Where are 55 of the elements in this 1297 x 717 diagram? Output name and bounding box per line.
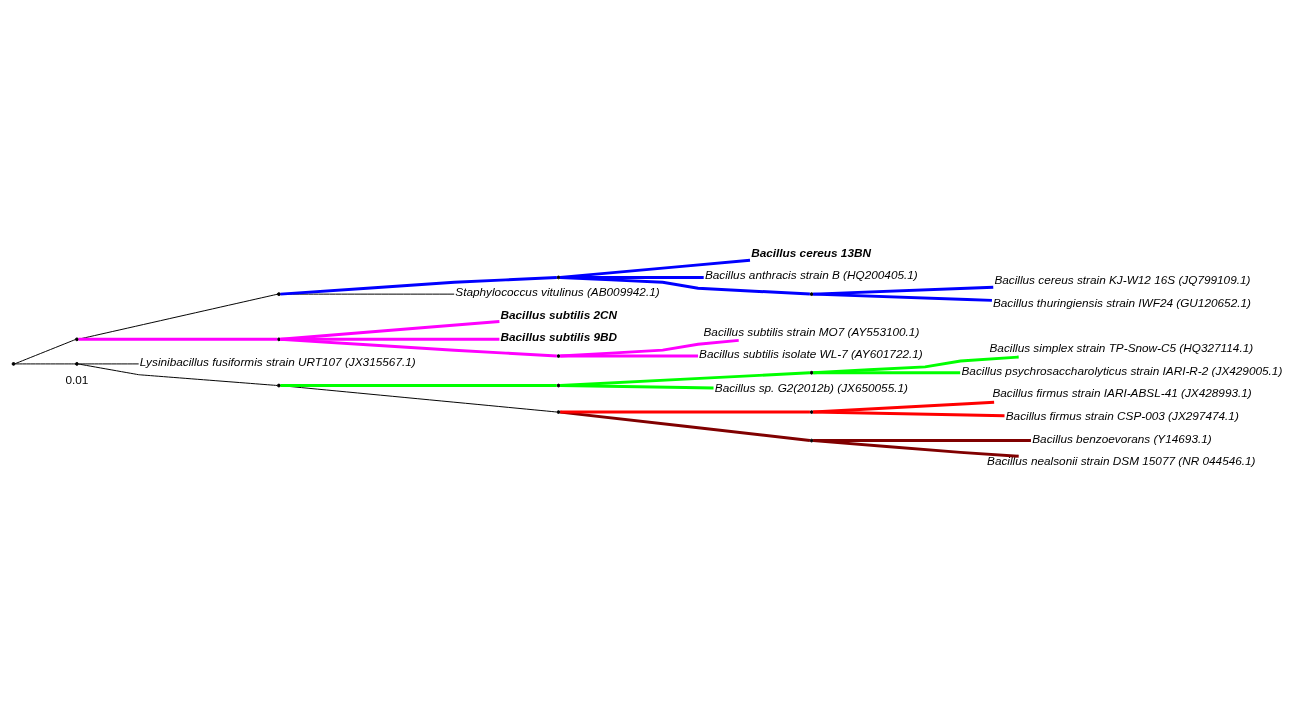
connector <box>78 363 278 386</box>
node-text: Bacillus cereus 13BN <box>751 245 871 259</box>
node-point <box>809 409 814 414</box>
connector <box>560 410 811 442</box>
connector <box>280 275 557 296</box>
node-point <box>809 438 814 442</box>
connector <box>813 410 1005 417</box>
node-point <box>556 275 561 279</box>
node-point <box>556 353 561 358</box>
connector <box>813 285 994 296</box>
connector <box>560 370 810 387</box>
node-text: Bacillus subtilis 2CN <box>500 307 618 321</box>
node-point <box>276 383 281 387</box>
connector <box>813 438 1019 458</box>
node-text: Bacillus psychrosaccharolyticus strain IARI-R-2 (JX429005.1) <box>961 363 1283 377</box>
node-point <box>75 336 79 341</box>
connector <box>813 355 1019 374</box>
connector <box>14 338 76 364</box>
connector <box>77 362 140 364</box>
node-point <box>556 409 561 414</box>
connector <box>78 337 278 341</box>
node-point <box>11 361 16 366</box>
node-text: Bacillus sp. G2(2012b) (JX650055.1) <box>714 380 908 394</box>
connector <box>560 275 810 296</box>
node-text: Bacillus benzoevorans (Y14693.1) <box>1032 431 1212 445</box>
connector <box>813 400 995 414</box>
node-text: Bacillus firmus strain CSP-003 (JX297474.1) <box>1005 408 1239 422</box>
connector <box>560 410 810 414</box>
connector <box>279 384 558 412</box>
node-text: Bacillus subtilis isolate WL-7 (AY601722.1) <box>699 346 923 360</box>
node-text: Bacillus thuringiensis strain IWF24 (GU120652.1) <box>992 295 1251 309</box>
node-text: Lysinibacillus fusiformis strain URT107 (JX315567.1) <box>139 354 416 368</box>
connector <box>280 337 557 357</box>
connector <box>813 370 961 374</box>
node-text: Bacillus firmus strain IARI-ABSL-41 (JX428993.1) <box>992 385 1252 399</box>
node-point <box>809 370 814 375</box>
node-point <box>276 291 281 296</box>
connector <box>813 292 992 302</box>
node-point <box>276 336 281 341</box>
node-text: Bacillus anthracis strain B (HQ200405.1) <box>704 267 918 281</box>
node-text: Bacillus nealsonii strain DSM 15077 (NR 044546.1) <box>987 453 1256 467</box>
node-text: Bacillus subtilis 9BD <box>500 329 618 343</box>
node-text: Bacillus simplex strain TP-Snow-C5 (HQ327114.1) <box>989 340 1254 354</box>
label: 0.01 <box>65 372 89 386</box>
node-text: Bacillus cereus strain KJ-W12 16S (JQ799109.1) <box>994 272 1251 286</box>
node-point <box>75 361 79 366</box>
connector <box>280 383 557 387</box>
connector <box>560 354 699 358</box>
connector <box>560 338 739 357</box>
connector <box>14 362 76 364</box>
node-text: Bacillus subtilis strain MO7 (AY553100.1) <box>703 324 920 338</box>
node-text: Staphylococcus vitulinus (AB009942.1) <box>455 284 660 298</box>
node-point <box>556 383 561 387</box>
node-point <box>809 291 814 296</box>
connector <box>77 293 278 340</box>
